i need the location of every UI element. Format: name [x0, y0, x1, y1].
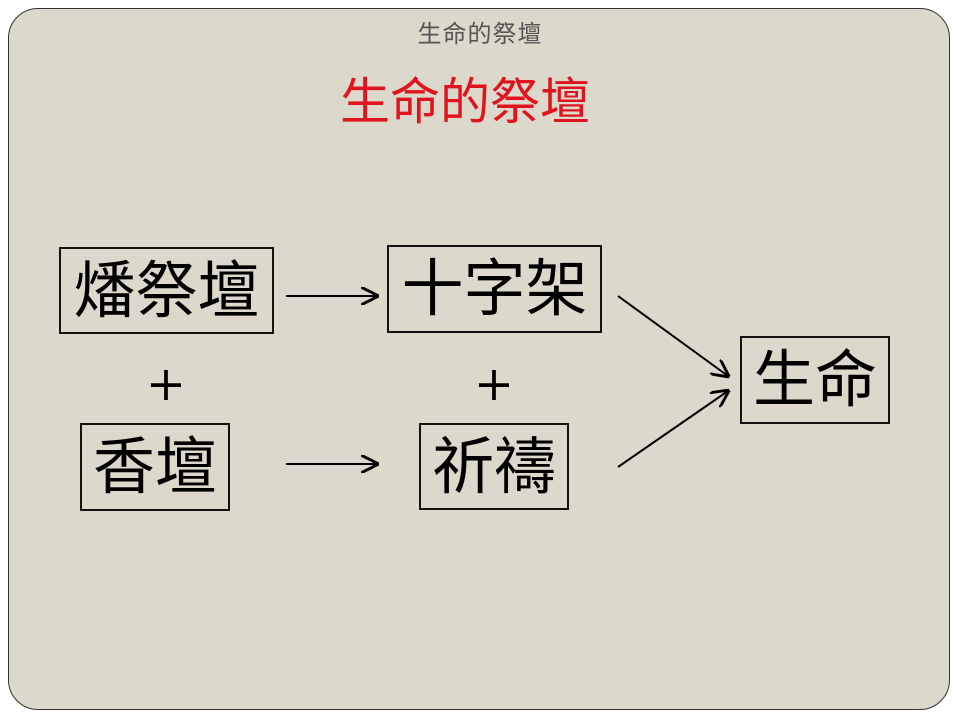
- node-burnt-altar: 燔祭壇: [59, 247, 274, 334]
- slide-frame: [8, 8, 950, 710]
- node-incense-altar: 香壇: [80, 423, 230, 511]
- header-title: 生命的祭壇: [417, 20, 543, 48]
- node-cross: 十字架: [387, 245, 602, 333]
- slide-title: 生命的祭壇: [340, 73, 590, 131]
- plus-left: +: [145, 356, 187, 412]
- plus-middle: +: [473, 356, 515, 412]
- node-prayer: 祈禱: [419, 423, 569, 510]
- node-life: 生命: [740, 336, 890, 424]
